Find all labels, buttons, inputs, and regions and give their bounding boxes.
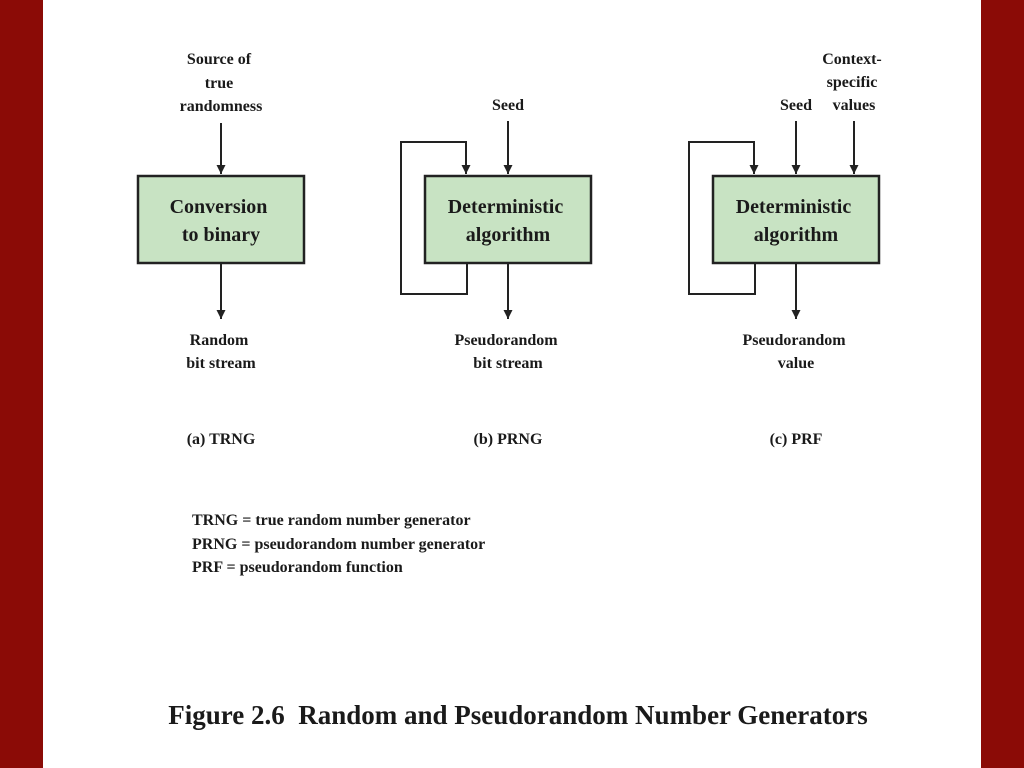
- panel-prng: Seed Deterministic algorithm Pseudorando…: [400, 97, 593, 448]
- figure-caption: Figure 2.6 Random and Pseudorandom Numbe…: [168, 700, 868, 730]
- prng-feedback-loop: [400, 141, 471, 295]
- prf-output-line-2: value: [778, 355, 814, 372]
- prng-algorithm-line-1: Deterministic: [448, 196, 564, 218]
- panel-trng: Source of true randomness Conversion to …: [136, 51, 306, 448]
- prf-algorithm-line-2: algorithm: [754, 224, 839, 246]
- legend-trng: TRNG = true random number generator: [192, 512, 471, 529]
- slide-page: [43, 0, 981, 768]
- prf-algorithm-label: Deterministic algorithm: [736, 196, 857, 246]
- prng-algorithm-box: [423, 174, 593, 265]
- prf-context-line-1: Context-: [822, 51, 882, 68]
- prng-algorithm-line-2: algorithm: [466, 224, 551, 246]
- conversion-box-line-1: Conversion: [170, 196, 268, 218]
- prng-seed-label: Seed: [492, 97, 524, 114]
- trng-input-label: Source of true randomness: [180, 51, 263, 115]
- trng-input-line-1: Source of: [187, 51, 252, 68]
- legend: TRNG = true random number generator PRNG…: [192, 512, 485, 576]
- prf-panel-label: (c) PRF: [770, 431, 823, 448]
- prf-algorithm-box: [711, 174, 881, 265]
- conversion-box-label: Conversion to binary: [170, 196, 273, 246]
- trng-input-line-2: true: [205, 75, 233, 92]
- legend-prng: PRNG = pseudorandom number generator: [192, 536, 485, 553]
- prf-output-label: Pseudorandom value: [742, 332, 849, 372]
- prng-output-line-1: Pseudorandom: [454, 332, 558, 349]
- panel-prf: Context- specific values Seed Determinis…: [688, 51, 886, 448]
- trng-output-label: Random bit stream: [186, 332, 256, 372]
- prng-output-label: Pseudorandom bit stream: [454, 332, 561, 372]
- trng-input-line-3: randomness: [180, 98, 263, 115]
- prng-panel-label: (b) PRNG: [474, 431, 543, 448]
- trng-panel-label: (a) TRNG: [187, 431, 256, 448]
- conversion-box-line-2: to binary: [182, 224, 260, 246]
- prng-output-line-2: bit stream: [473, 355, 543, 372]
- trng-output-line-2: bit stream: [186, 355, 256, 372]
- prf-output-line-1: Pseudorandom: [742, 332, 846, 349]
- prf-context-line-3: values: [833, 97, 876, 114]
- prf-feedback-loop: [688, 141, 759, 295]
- legend-prf: PRF = pseudorandom function: [192, 559, 403, 576]
- prf-context-label: Context- specific values: [822, 51, 886, 114]
- prf-algorithm-line-1: Deterministic: [736, 196, 852, 218]
- conversion-box: [136, 174, 306, 265]
- prng-algorithm-label: Deterministic algorithm: [448, 196, 569, 246]
- prf-context-line-2: specific: [827, 74, 878, 91]
- trng-output-line-1: Random: [190, 332, 249, 349]
- prf-seed-label: Seed: [780, 97, 812, 114]
